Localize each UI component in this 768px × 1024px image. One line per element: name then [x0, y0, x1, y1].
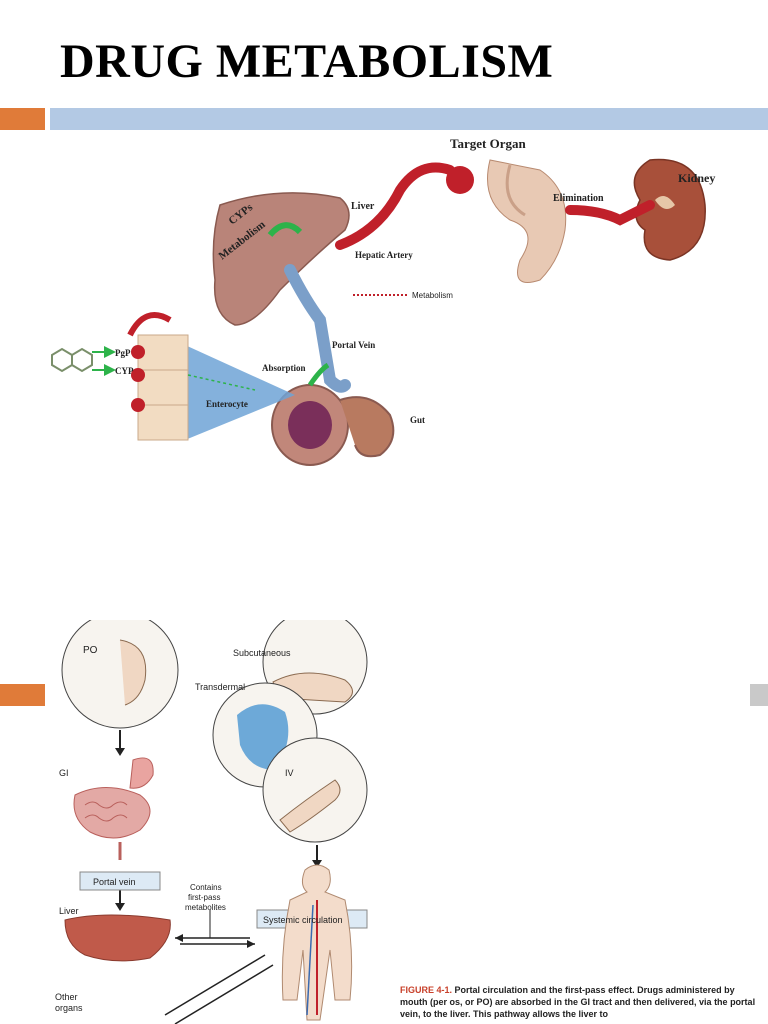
label-absorption: Absorption — [262, 363, 306, 373]
liver-illustration — [212, 192, 350, 326]
gut-illustration — [271, 384, 395, 466]
middle-accent-gray — [750, 684, 768, 706]
label-elimination: Elimination — [553, 193, 604, 204]
portal-vein-tube — [284, 264, 351, 393]
label-portal-vein: Portal vein — [93, 877, 136, 887]
label-portal-vein: Portal Vein — [332, 340, 375, 350]
label-gut: Gut — [410, 415, 425, 425]
kidney-illustration — [633, 158, 706, 261]
label-other-organs-1: Other — [55, 992, 78, 1002]
label-kidney: Kidney — [678, 171, 715, 185]
label-subcutaneous: Subcutaneous — [233, 648, 291, 658]
enterocyte-panel — [127, 312, 295, 441]
label-other-organs-2: organs — [55, 1003, 83, 1013]
label-liver: Liver — [59, 906, 79, 916]
label-gi: GI — [59, 768, 69, 778]
label-iv: IV — [285, 768, 294, 778]
drug-molecule-icon — [51, 347, 93, 373]
artery-path — [335, 162, 655, 250]
label-transdermal: Transdermal — [195, 682, 245, 692]
drug-pathway-diagram: Target Organ Kidney Elimination Liver CY… — [51, 136, 715, 466]
caption-text: Portal circulation and the first-pass ef… — [400, 985, 756, 1019]
slide-title: DRUG METABOLISM — [60, 35, 554, 88]
figure-caption: FIGURE 4-1. Portal circulation and the f… — [400, 984, 760, 1020]
middle-accent-orange — [0, 684, 45, 706]
label-systemic-circulation: Systemic circulation — [263, 915, 343, 925]
figure-number: FIGURE 4-1. — [400, 985, 453, 995]
stomach-illustration — [487, 159, 567, 283]
label-contains-2: first-pass — [188, 893, 220, 902]
label-enterocyte: Enterocyte — [206, 399, 248, 409]
label-contains-1: Contains — [190, 883, 222, 892]
header-accent-orange — [0, 108, 45, 130]
label-cyp: CYP — [115, 366, 134, 376]
header-accent-blue — [50, 108, 768, 130]
label-liver: Liver — [351, 201, 375, 212]
label-hepatic-artery: Hepatic Artery — [355, 250, 413, 260]
label-po: PO — [83, 645, 98, 656]
label-target-organ: Target Organ — [450, 136, 526, 151]
label-metabolism-legend: Metabolism — [412, 291, 453, 300]
label-contains-3: metabolites — [185, 903, 226, 912]
label-pgp: PgP — [115, 348, 131, 358]
first-pass-diagram: PO Subcutaneous Transdermal IV GI Portal… — [55, 620, 368, 1024]
